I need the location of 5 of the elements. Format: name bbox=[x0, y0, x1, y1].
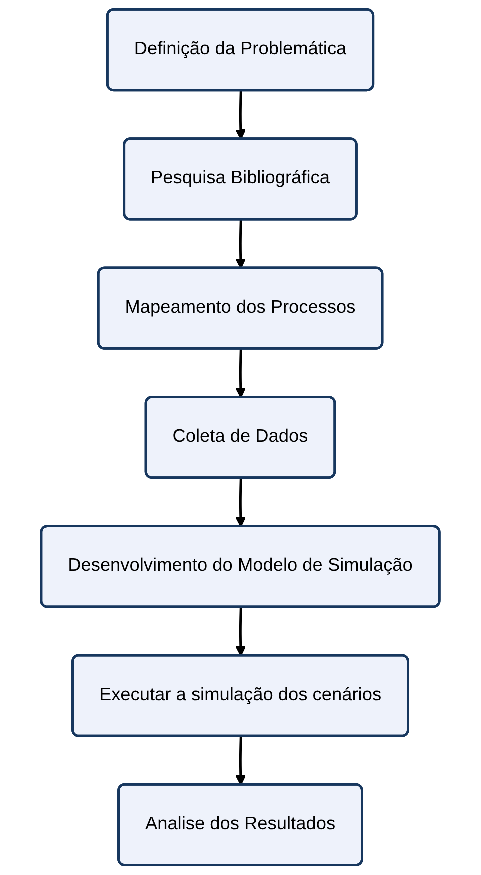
arrow bbox=[236, 478, 246, 528]
arrow bbox=[236, 90, 246, 140]
arrow bbox=[236, 736, 246, 786]
arrow bbox=[236, 220, 246, 270]
arrow bbox=[236, 349, 246, 398]
